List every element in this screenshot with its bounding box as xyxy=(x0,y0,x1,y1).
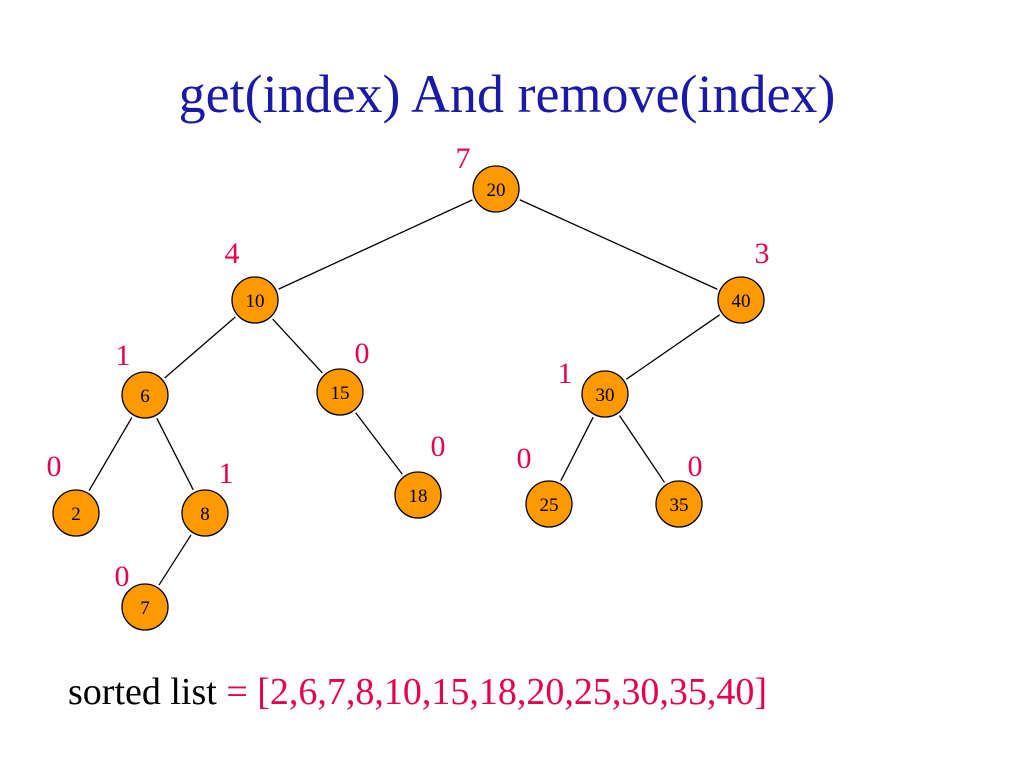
left-size-label: 0 xyxy=(115,560,130,593)
tree-node: 25 xyxy=(525,480,573,528)
sorted-list-values: = [2,6,7,8,10,15,18,20,25,30,35,40] xyxy=(226,671,768,713)
tree-edge xyxy=(88,417,133,491)
tree-node-key: 8 xyxy=(200,504,210,525)
tree-node-circle xyxy=(655,480,703,528)
tree-node-key: 35 xyxy=(670,495,689,516)
left-size-label: 4 xyxy=(225,237,240,270)
tree-node: 30 xyxy=(581,370,629,418)
tree-edge xyxy=(164,316,236,379)
left-size-label: 0 xyxy=(355,337,370,370)
tree-node: 40 xyxy=(717,276,765,324)
tree-node-circle xyxy=(581,370,629,418)
sorted-list-label: sorted list xyxy=(68,671,217,713)
tree-node: 18 xyxy=(394,471,442,519)
tree-node-circle xyxy=(52,489,100,537)
slide-title: get(index) And remove(index) xyxy=(178,64,836,124)
tree-edge xyxy=(156,417,194,491)
tree-node-circle xyxy=(121,583,169,631)
tree-node: 35 xyxy=(655,480,703,528)
tree-node-key: 40 xyxy=(732,291,751,312)
tree-node: 8 xyxy=(181,489,229,537)
tree-node-circle xyxy=(717,276,765,324)
left-size-label: 7 xyxy=(456,142,471,175)
tree-node-key: 25 xyxy=(540,495,559,516)
left-size-label: 0 xyxy=(517,442,532,475)
tree-node: 15 xyxy=(316,368,364,416)
tree-node-key: 20 xyxy=(487,180,506,201)
left-size-label: 0 xyxy=(431,430,446,463)
tree-node-key: 30 xyxy=(596,385,615,406)
tree-node: 7 xyxy=(121,583,169,631)
tree-node-circle xyxy=(472,165,520,213)
tree-edge xyxy=(158,534,192,586)
left-size-label: 0 xyxy=(688,450,703,483)
tree-node: 6 xyxy=(121,371,169,419)
tree-node-key: 10 xyxy=(246,291,265,312)
left-size-label: 1 xyxy=(116,339,131,372)
tree-node-key: 15 xyxy=(331,383,350,404)
tree-node-circle xyxy=(316,368,364,416)
tree-node: 20 xyxy=(472,165,520,213)
tree-node-key: 7 xyxy=(140,598,150,619)
tree-node-circle xyxy=(394,471,442,519)
tree-node-key: 18 xyxy=(409,486,428,507)
tree-edge xyxy=(626,314,720,380)
tree-edge xyxy=(272,318,323,374)
left-size-label: 0 xyxy=(47,450,62,483)
left-size-label: 3 xyxy=(755,237,770,270)
tree-node-key: 2 xyxy=(71,504,81,525)
tree-edges xyxy=(88,199,720,586)
left-size-label: 1 xyxy=(558,357,573,390)
tree-edge xyxy=(355,412,403,475)
tree-edge xyxy=(560,416,594,482)
tree-node-circle xyxy=(525,480,573,528)
tree-node: 2 xyxy=(52,489,100,537)
tree-edge xyxy=(519,199,718,290)
tree-node-circle xyxy=(121,371,169,419)
tree-node-circle xyxy=(181,489,229,537)
tree-node-key: 6 xyxy=(140,386,150,407)
tree-edge xyxy=(278,199,473,290)
sorted-list-caption: sorted list = [2,6,7,8,10,15,18,20,25,30… xyxy=(68,668,767,716)
left-size-label: 1 xyxy=(219,457,234,490)
tree-node: 10 xyxy=(231,276,279,324)
tree-node-circle xyxy=(231,276,279,324)
tree-edge xyxy=(618,415,666,483)
